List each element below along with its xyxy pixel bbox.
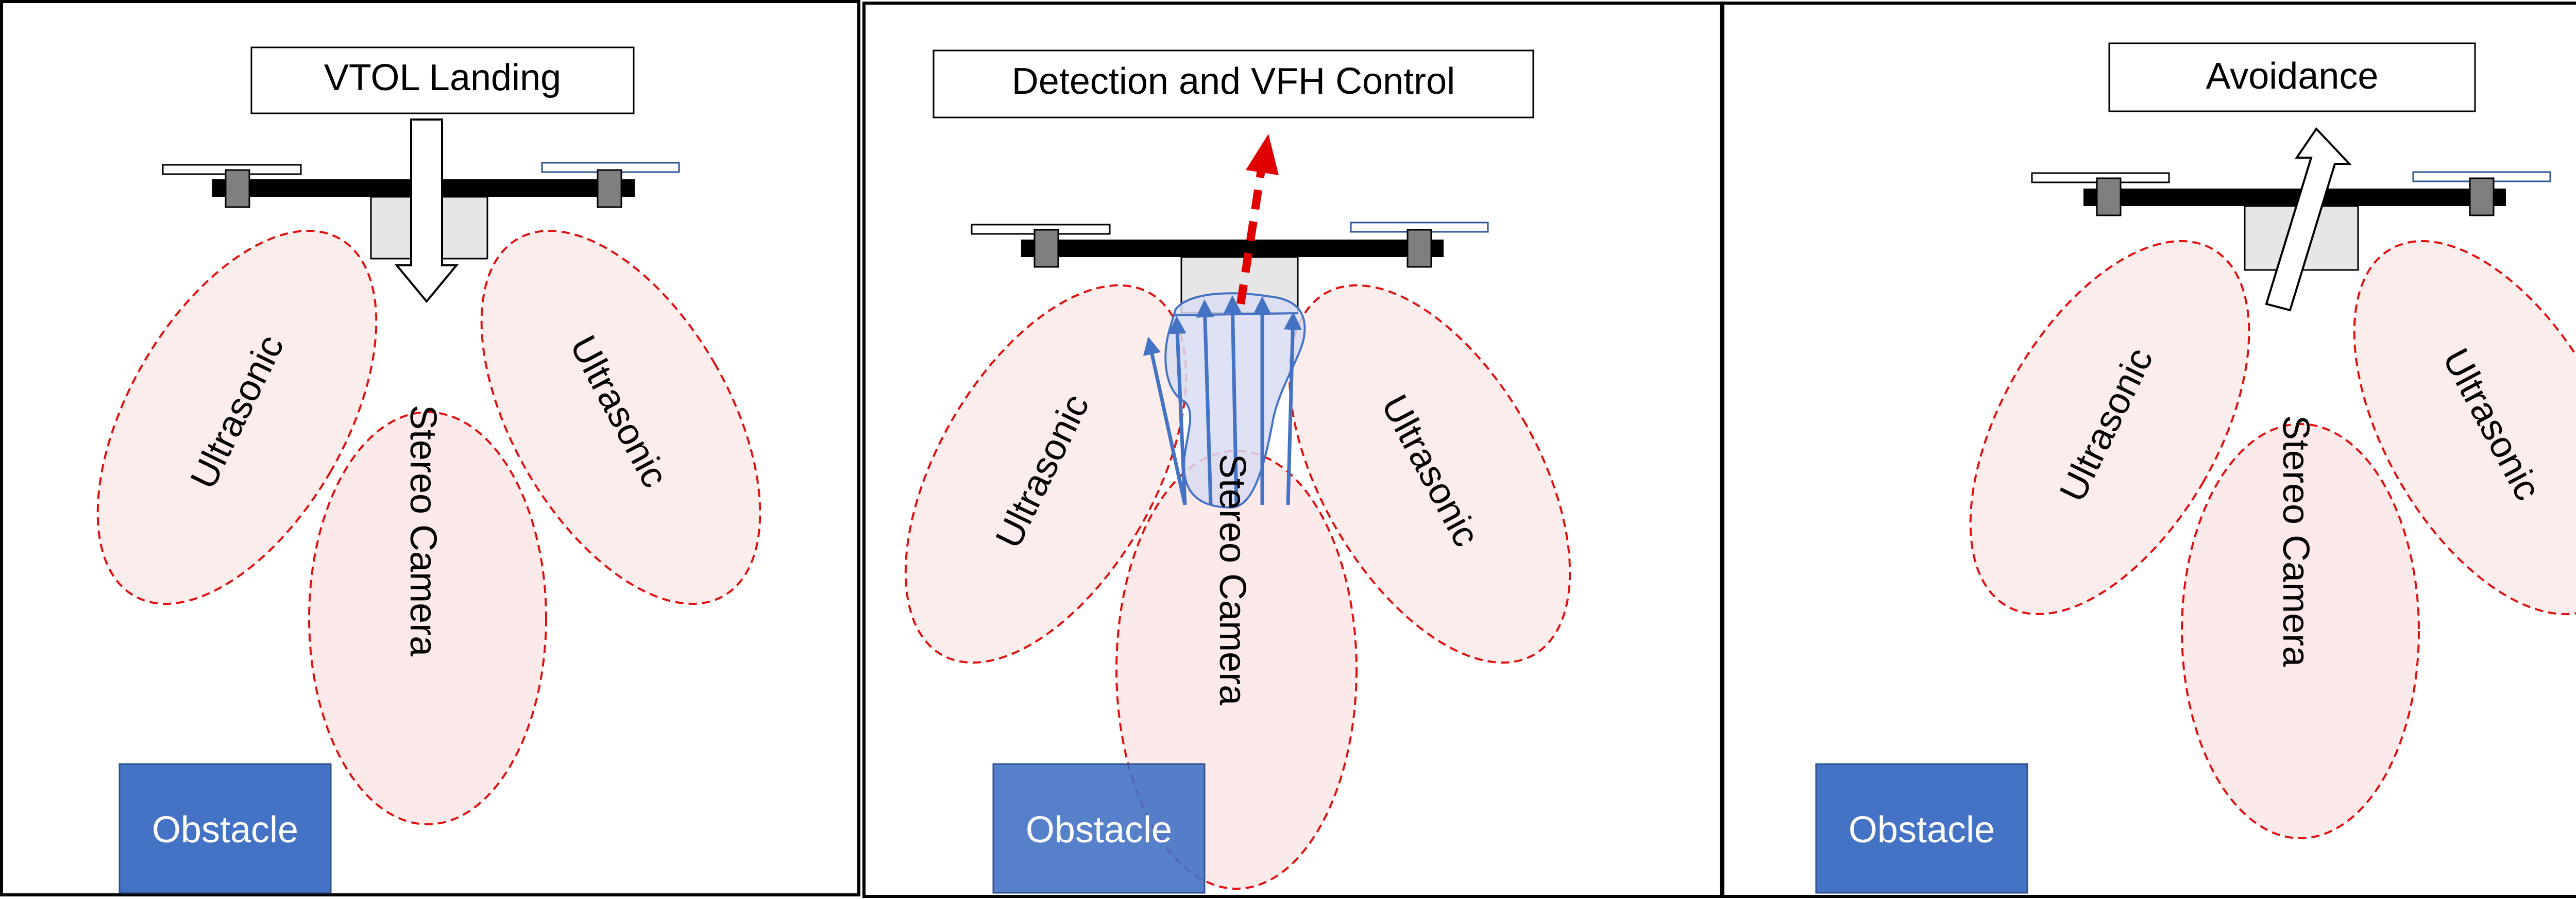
panel-title: Avoidance bbox=[2206, 56, 2379, 97]
vfh-vector bbox=[1196, 299, 1214, 505]
motor-left bbox=[1033, 229, 1059, 268]
stereo-camera-label: Stereo Camera bbox=[1212, 454, 1253, 706]
ultrasonic-zone-right bbox=[480, 230, 761, 605]
vfh-vector bbox=[1168, 316, 1187, 505]
obstacle-label: Obstacle bbox=[152, 809, 298, 851]
vfh-baseline bbox=[1174, 312, 1299, 316]
motor-left bbox=[225, 169, 250, 208]
motor-right bbox=[597, 169, 622, 208]
stereo-camera-label: Stereo Camera bbox=[402, 405, 444, 657]
motor-right bbox=[2469, 177, 2495, 216]
vfh-vector bbox=[1283, 312, 1302, 505]
stereo-camera-zone bbox=[308, 411, 547, 825]
panel-title-box bbox=[2108, 42, 2476, 112]
drone-arm bbox=[2083, 189, 2506, 206]
obstacle-block bbox=[118, 763, 332, 894]
avoidance-arrow bbox=[2265, 127, 2352, 312]
vfh-vector bbox=[1143, 336, 1187, 505]
stereo-camera-zone bbox=[2181, 423, 2420, 839]
motor-right bbox=[1406, 229, 1432, 268]
motor-left bbox=[2096, 177, 2122, 216]
panel-title-box bbox=[250, 46, 635, 114]
landing-arrow bbox=[394, 118, 459, 303]
obstacle-label: Obstacle bbox=[1849, 809, 1995, 851]
drone bbox=[2031, 171, 2551, 271]
obstacle-label: Obstacle bbox=[1026, 809, 1172, 851]
ultrasonic-zone-left bbox=[1969, 240, 2250, 615]
ultrasonic-zone-right bbox=[2353, 240, 2576, 615]
panel-avoidance: Avoidance Ultrasonic Ultrasonic Stereo C… bbox=[1721, 2, 2576, 898]
panel-title: Detection and VFH Control bbox=[1012, 61, 1455, 102]
panel-detection-vfh: Detection and VFH Control bbox=[862, 2, 1723, 898]
vfh-vectors bbox=[1143, 295, 1302, 505]
panel-title-box bbox=[933, 49, 1534, 118]
vfh-heading-arrow-head bbox=[1246, 134, 1279, 175]
ultrasonic-zone-left bbox=[96, 230, 378, 605]
drone-arm bbox=[1021, 240, 1444, 257]
obstacle-block bbox=[992, 763, 1206, 894]
ultrasonic-zone-left bbox=[904, 284, 1188, 664]
panel-title: VTOL Landing bbox=[324, 57, 561, 98]
vfh-heading-arrow-shaft bbox=[1236, 169, 1265, 305]
ultrasonic-zone-right bbox=[1288, 284, 1571, 664]
panel-vtol-landing: VTOL Landing Ultrasonic Ultrasonic Stere… bbox=[0, 0, 860, 896]
obstacle-block bbox=[1815, 763, 2028, 894]
vfh-vector bbox=[1224, 295, 1242, 505]
stereo-camera-label: Stereo Camera bbox=[2275, 415, 2316, 667]
